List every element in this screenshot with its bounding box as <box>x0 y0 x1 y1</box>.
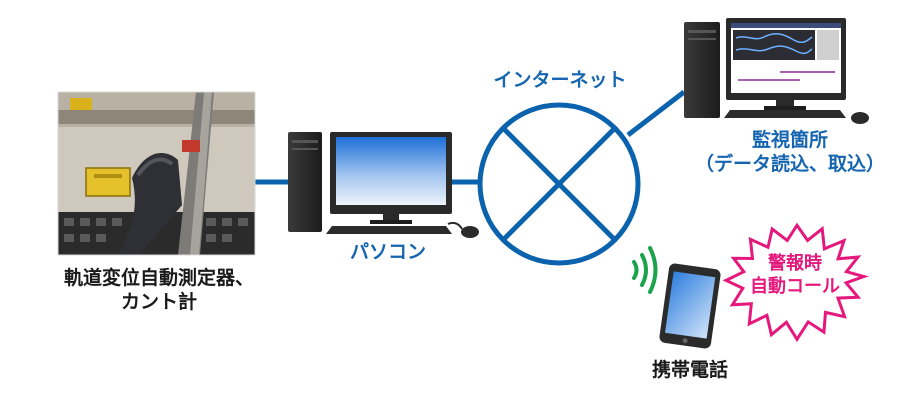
network-cross-circle-icon <box>477 102 641 266</box>
track-sensor-photo <box>57 91 256 256</box>
alert-text: 警報時 自動コール <box>745 252 845 298</box>
desktop-computer-icon <box>288 132 479 238</box>
measurement-device-label-line1: 軌道変位自動測定器、 <box>63 267 254 289</box>
measurement-device-label-line2: カント計 <box>120 291 197 313</box>
monitoring-label-line1: 監視箇所 <box>751 129 828 151</box>
internet-label: インターネット <box>493 69 627 91</box>
mobile-label: 携帯電話 <box>651 359 728 381</box>
link-internet-monitoring <box>626 90 686 137</box>
monitoring-workstation-icon <box>684 18 869 124</box>
monitoring-label-line2: （データ読込、取込） <box>694 153 885 175</box>
monitoring-label: 監視箇所 （データ読込、取込） <box>690 128 890 176</box>
tablet-phone-icon <box>659 263 721 349</box>
measurement-device-label: 軌道変位自動測定器、 カント計 <box>44 266 274 314</box>
alert-text-line2: 自動コール <box>750 276 840 297</box>
alert-text-line1: 警報時 <box>768 253 822 274</box>
alert-starburst <box>722 222 870 343</box>
pc-label: パソコン <box>349 241 426 263</box>
wireless-signal-icon <box>632 246 658 294</box>
